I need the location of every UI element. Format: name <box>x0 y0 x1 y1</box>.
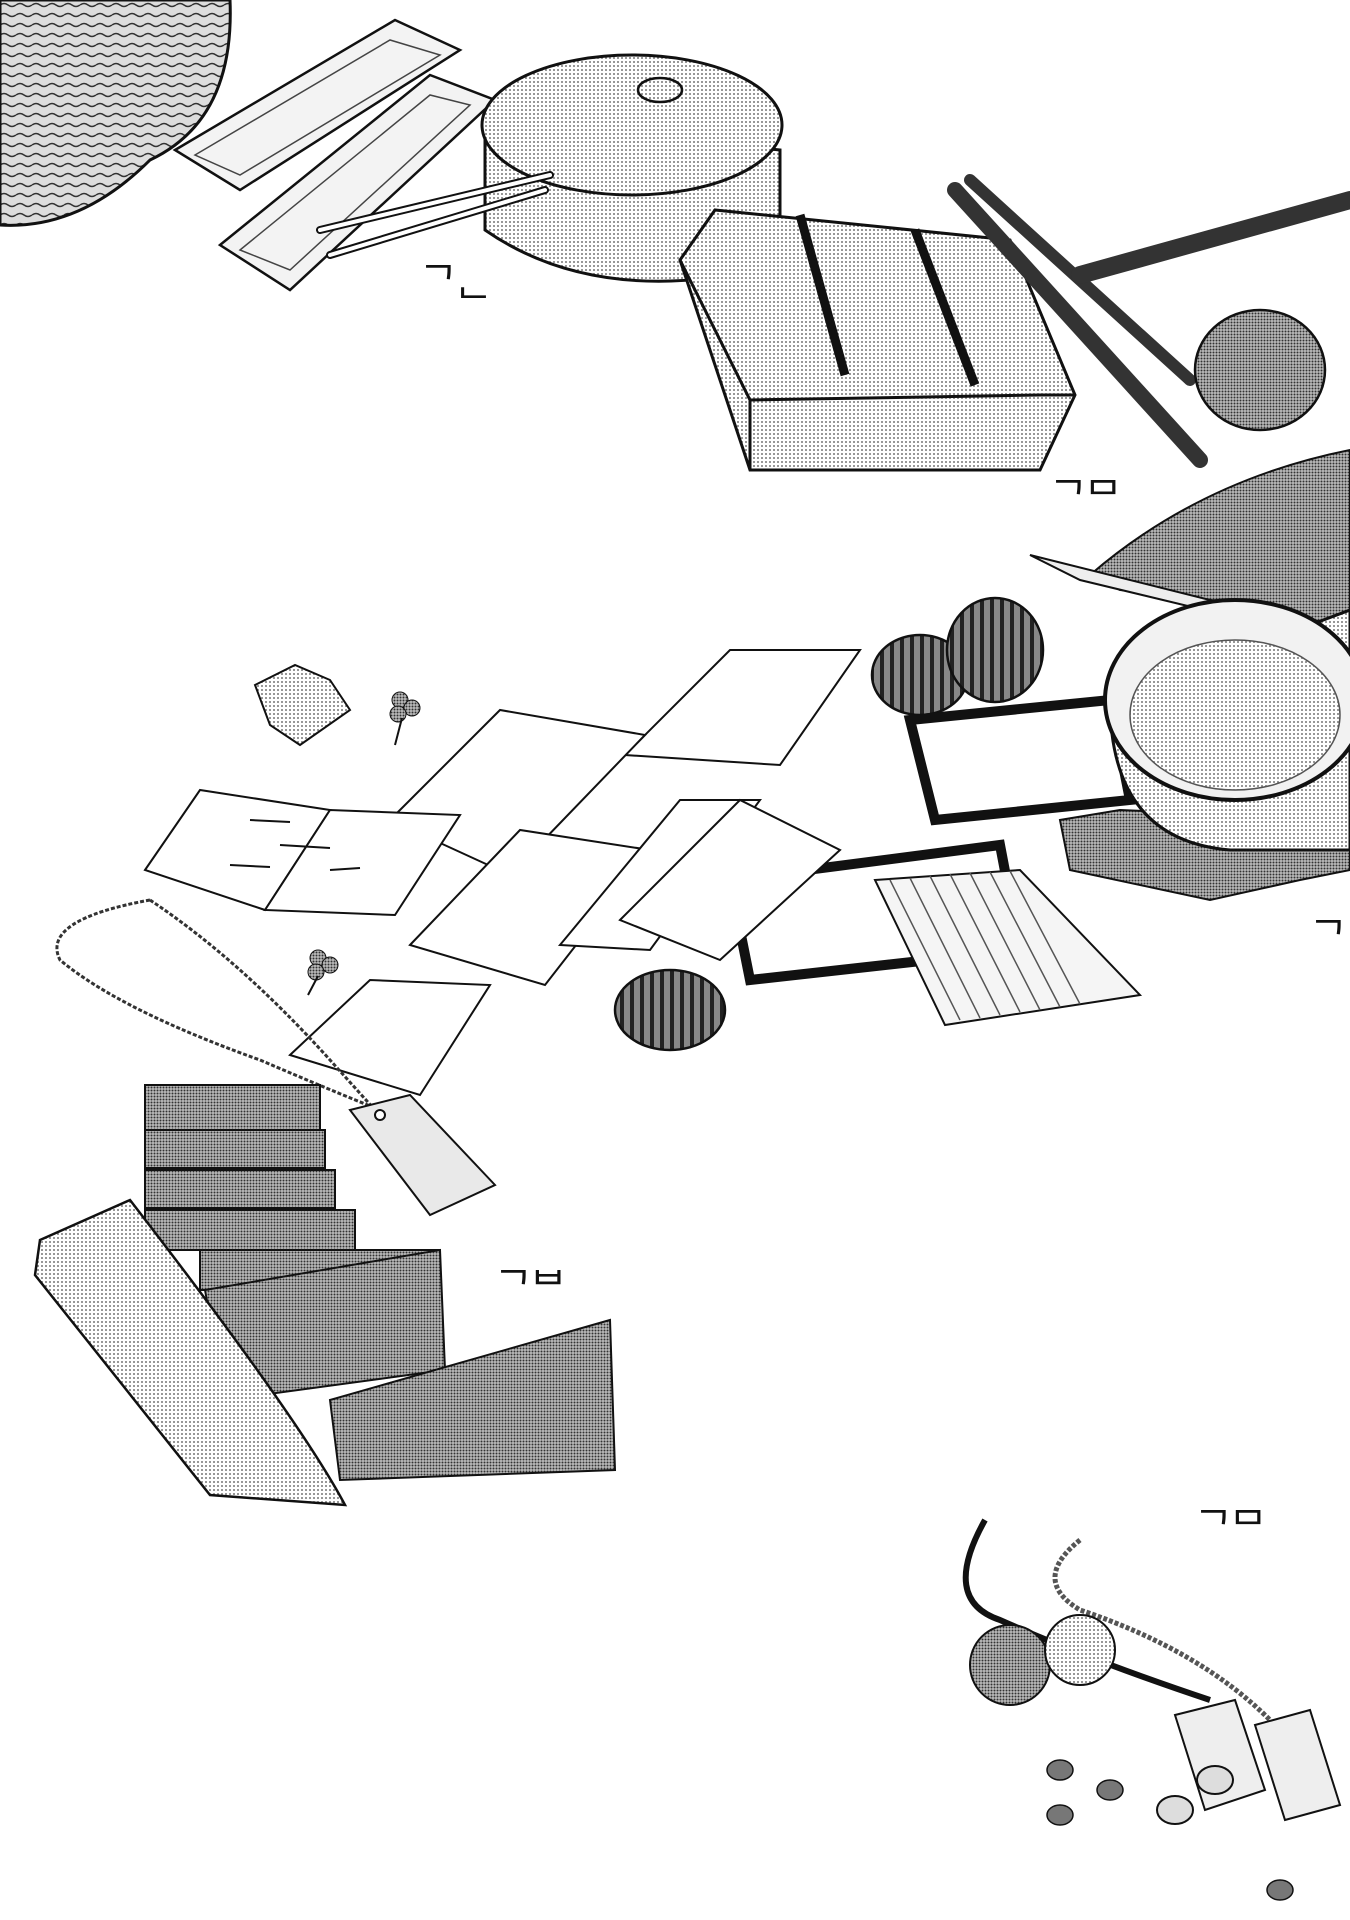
wooden-crate-icon <box>678 208 1077 472</box>
dog-tag-icon <box>1173 1698 1342 1822</box>
cooking-pan-icon <box>1103 598 1350 852</box>
round-pot-icon <box>1193 308 1327 432</box>
open-book-icon <box>143 788 462 917</box>
necklace-tag-icon <box>55 898 381 1112</box>
label-group-5: ᄀᄆ <box>1195 1504 1265 1550</box>
wooden-tray-icon <box>172 18 463 192</box>
melon-icon <box>613 596 1045 1052</box>
origami-icon <box>253 663 352 747</box>
clover-icon <box>307 691 421 996</box>
bamboo-mat-icon <box>873 868 1143 1027</box>
flower-brooch-icon <box>969 1614 1116 1706</box>
label-group-3: ᄀ <box>1310 914 1345 960</box>
scroll-board-icon <box>33 1198 348 1507</box>
label-group-2: ᄀᄆ <box>1050 474 1120 520</box>
necklace-tag-icon <box>962 1518 1272 1722</box>
paper-sheets-icon <box>288 649 862 1097</box>
chopsticks-icon <box>316 171 554 259</box>
label-group-4: ᄀᄇ <box>495 1264 565 1310</box>
lidded-pot-icon <box>480 53 784 283</box>
wooden-tablets-icon <box>144 1084 617 1482</box>
beans-icon <box>1046 1759 1294 1901</box>
coins-icon <box>1156 1765 1234 1825</box>
label-group-1: ᄀᆫ <box>420 259 490 305</box>
woven-basket-icon <box>0 0 232 227</box>
firewood-sticks-icon <box>947 174 1350 468</box>
dog-tag-icon <box>348 1093 497 1217</box>
